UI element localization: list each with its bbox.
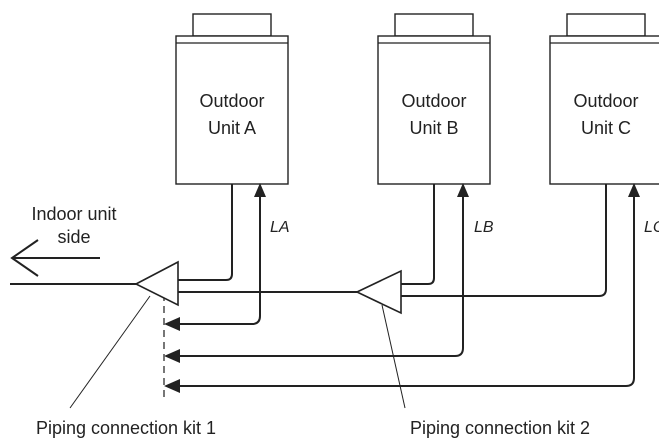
outdoor-unit-b: Outdoor Unit B — [377, 13, 491, 185]
length-path-a — [180, 196, 261, 325]
left-triangle-arrow-icon — [164, 379, 180, 393]
outdoor-unit-c-body — [549, 35, 659, 185]
outdoor-unit-c: Outdoor Unit C — [549, 13, 659, 185]
outdoor-unit-b-label-line1: Outdoor — [401, 91, 466, 111]
outdoor-unit-c-top-cap — [566, 13, 646, 37]
kit2-label: Piping connection kit 2 — [410, 418, 590, 438]
length-label-b: LB — [474, 219, 494, 236]
outdoor-unit-b-body — [377, 35, 491, 185]
left-triangle-arrow-icon — [164, 349, 180, 363]
length-path-c — [180, 196, 635, 387]
left-arrow-icon — [10, 239, 100, 277]
outdoor-unit-a-label-line2: Unit A — [208, 118, 256, 138]
up-triangle-arrow-icon — [254, 183, 266, 197]
kit1-leader-line — [69, 295, 151, 409]
outdoor-unit-a-top-cap — [192, 13, 272, 37]
outdoor-unit-c-label-line1: Outdoor — [573, 91, 638, 111]
length-label-c: LC — [644, 219, 659, 236]
outdoor-unit-c-label-line2: Unit C — [581, 118, 631, 138]
outdoor-unit-b-top-cap — [394, 13, 474, 37]
length-path-b — [180, 196, 464, 357]
triangle-reducer-icon — [355, 269, 402, 315]
outdoor-unit-b-label-line2: Unit B — [409, 118, 458, 138]
triangle-reducer-icon — [134, 260, 179, 307]
supply-pipe-b — [401, 184, 435, 285]
outdoor-unit-a-label-line1: Outdoor — [199, 91, 264, 111]
kit2-leader-line — [381, 304, 406, 409]
length-label-a: LA — [270, 219, 290, 236]
up-triangle-arrow-icon — [628, 183, 640, 197]
outdoor-unit-a-body — [175, 35, 289, 185]
left-triangle-arrow-icon — [164, 317, 180, 331]
outdoor-unit-a: Outdoor Unit A — [175, 13, 289, 185]
up-triangle-arrow-icon — [457, 183, 469, 197]
supply-pipe-c — [401, 184, 607, 297]
indoor-unit-side-label-line1: Indoor unit — [31, 204, 116, 224]
kit1-label: Piping connection kit 1 — [36, 418, 216, 438]
indoor-unit-side: Indoor unit side — [10, 204, 117, 277]
supply-pipe-a — [178, 184, 233, 281]
indoor-unit-side-label-line2: side — [57, 227, 90, 247]
